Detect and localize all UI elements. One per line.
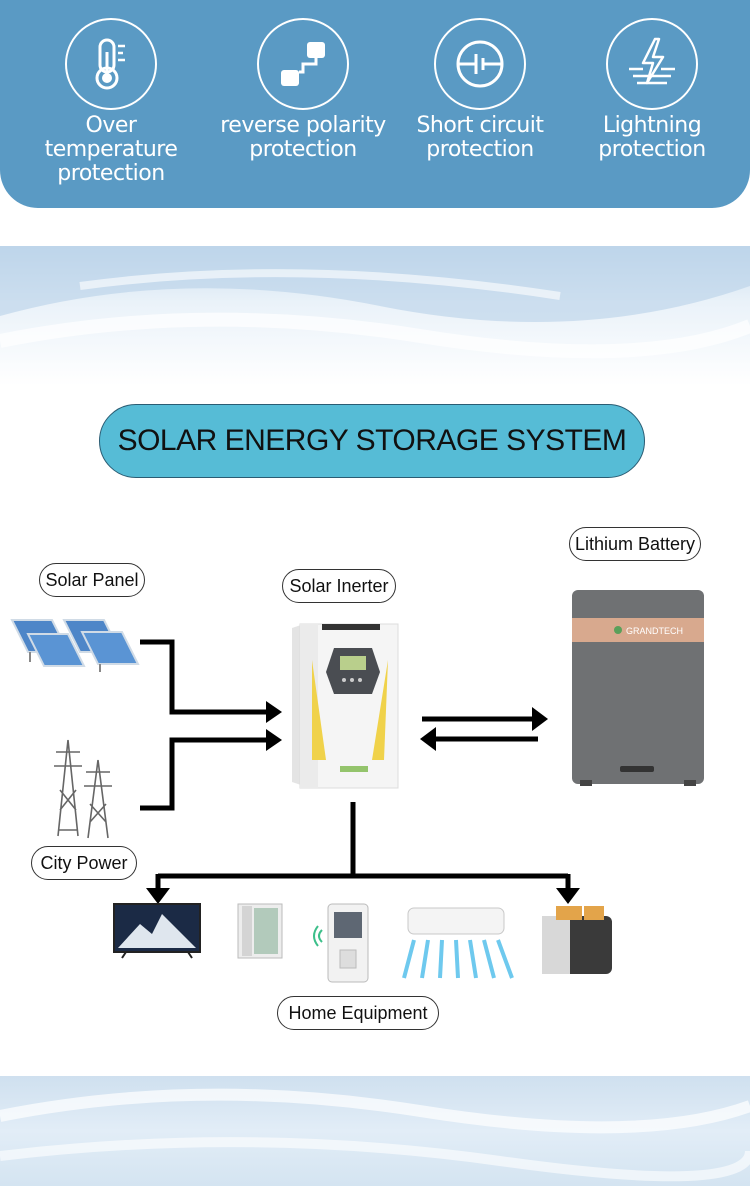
circuit-icon xyxy=(434,18,526,110)
feature-label-line2: protection xyxy=(249,137,357,162)
feature-label-line1: Lightning xyxy=(602,113,702,138)
air-cooler-icon xyxy=(313,903,369,983)
label-solar-panel: Solar Panel xyxy=(39,563,145,597)
label-city-power: City Power xyxy=(31,846,137,880)
sky-background-bottom xyxy=(0,1076,750,1186)
air-conditioner-icon xyxy=(402,907,514,979)
tv-icon xyxy=(113,903,201,959)
thermometer-icon xyxy=(65,18,157,110)
feature-label-line2: protection xyxy=(426,137,534,162)
solar-inverter-image xyxy=(292,623,399,789)
refrigerator-icon xyxy=(237,903,283,959)
inverter-to-home-arrows xyxy=(155,802,571,890)
label-lithium-battery: Lithium Battery xyxy=(569,527,701,561)
inverter-battery-arrows xyxy=(420,707,548,751)
sky-background-top xyxy=(0,246,750,386)
lithium-battery-image: GRANDTECH xyxy=(572,590,704,786)
arrowhead xyxy=(146,888,170,904)
feature-label-line1: reverse polarity xyxy=(220,113,386,138)
feature-label-line2: protection xyxy=(57,161,165,186)
arrowhead xyxy=(266,701,282,723)
arrowhead xyxy=(556,888,580,904)
power-tower-icon xyxy=(54,739,112,839)
feature-label-line1: Short circuit xyxy=(416,113,544,138)
feature-label-line2: protection xyxy=(598,137,706,162)
battery-brand: GRANDTECH xyxy=(626,626,683,636)
plug-icon xyxy=(257,18,349,110)
source-to-inverter-arrows xyxy=(140,639,268,811)
toaster-icon xyxy=(542,906,612,974)
feature-label-line1: Over temperature xyxy=(44,113,178,162)
solar-panel-icon xyxy=(10,619,140,672)
system-title-pill: SOLAR ENERGY STORAGE SYSTEM xyxy=(99,404,645,478)
label-solar-inverter: Solar Inerter xyxy=(282,569,396,603)
system-title: SOLAR ENERGY STORAGE SYSTEM xyxy=(117,424,627,457)
lightning-icon xyxy=(606,18,698,110)
label-home-equipment: Home Equipment xyxy=(277,996,439,1030)
arrowhead xyxy=(266,729,282,751)
